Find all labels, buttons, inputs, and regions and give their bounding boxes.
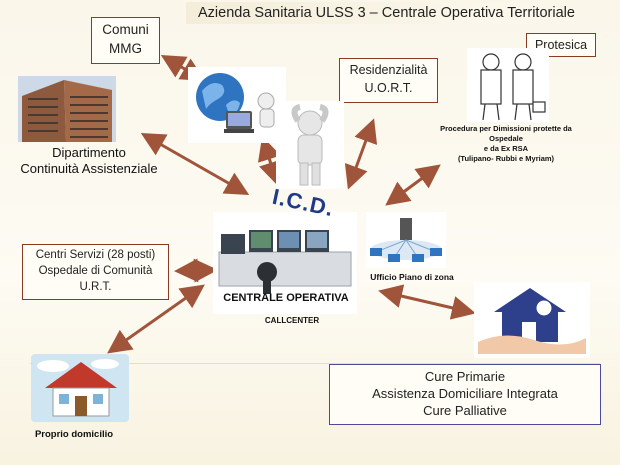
residenzialita-line2: U.O.R.T. <box>364 81 413 95</box>
house-image <box>31 354 129 427</box>
centri-servizi-box: Centri Servizi (28 posti) Ospedale di Co… <box>22 244 169 300</box>
arrow-dipartimento-center <box>140 133 250 195</box>
dipartimento-label: Dipartimento Continuità Assistenziale <box>10 145 168 177</box>
computer-globe-image <box>188 67 286 148</box>
centri-line3: U.R.T. <box>79 281 112 293</box>
ufficio-piano-label: Ufficio Piano di zona <box>370 272 454 282</box>
doctors-cartoon-image <box>467 48 549 127</box>
centri-line1: Centri Servizi (28 posti) <box>35 249 156 261</box>
procedura-line3: e da Ex RSA <box>483 144 529 153</box>
comuni-line2: MMG <box>109 41 142 56</box>
arrow-centri-center <box>174 258 218 283</box>
dipartimento-line1: Dipartimento <box>52 145 126 160</box>
title-bar <box>186 2 610 24</box>
dipartimento-line2: Continuità Assistenziale <box>20 161 158 176</box>
residenzialita-line1: Residenzialità <box>349 63 428 77</box>
stressed-person-image <box>276 101 344 194</box>
procedura-line4: (Tulipano- Rubbi e Myriam) <box>457 154 555 163</box>
callcenter-label: CALLCENTER <box>264 316 320 325</box>
arrow-computer-center <box>257 136 283 186</box>
cure-primarie-box: Cure Primarie Assistenza Domiciliare Int… <box>329 364 601 425</box>
cure-line3: Cure Palliative <box>423 403 507 418</box>
comuni-mmg-box: Comuni MMG <box>91 17 160 64</box>
arrow-ufficio-hands <box>378 284 476 320</box>
arrow-domicilio-center <box>107 284 205 354</box>
network-image <box>366 212 446 273</box>
arrow-residenzialita-center <box>344 118 378 190</box>
residenzialita-box: Residenzialità U.O.R.T. <box>339 58 438 103</box>
centrale-operativa-label: CENTRALE OPERATIVA <box>223 292 349 304</box>
arrow-procedura-ufficio <box>385 164 441 206</box>
home-care-hands-image <box>474 282 590 363</box>
procedura-line2: Ospedale <box>489 134 523 143</box>
procedura-line1: Procedura per Dimissioni protette da <box>440 124 572 133</box>
centri-line2: Ospedale di Comunità <box>38 265 153 277</box>
cure-line2: Assistenza Domiciliare Integrata <box>372 386 558 401</box>
divider-line <box>30 363 600 364</box>
page-title: Azienda Sanitaria ULSS 3 – Centrale Oper… <box>198 5 575 21</box>
procedura-label: Procedura per Dimissioni protette da Osp… <box>432 124 580 164</box>
domicilio-label: Proprio domicilio <box>34 429 114 440</box>
centrale-operativa-image <box>213 212 357 319</box>
hospital-building-image <box>18 76 116 147</box>
cure-line1: Cure Primarie <box>424 369 506 384</box>
comuni-line1: Comuni <box>102 22 149 37</box>
